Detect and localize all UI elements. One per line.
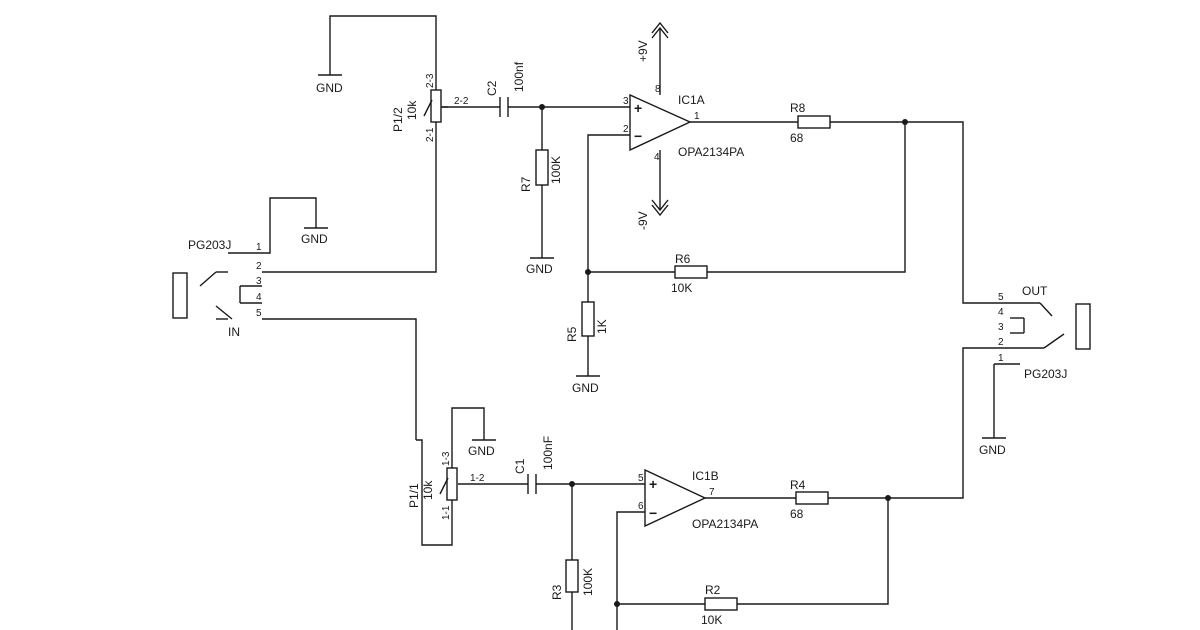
ic1a-plus-sign: + — [634, 100, 642, 116]
pin-label: 5 — [638, 473, 644, 484]
pin-label: 1 — [256, 242, 262, 253]
output-jack-part-label: PG203J — [1024, 367, 1067, 381]
gnd-label: GND — [526, 262, 553, 276]
r3-value: 100K — [581, 568, 595, 596]
potentiometer-p1-1 — [439, 467, 458, 501]
pin-label: 1-3 — [441, 451, 452, 466]
resistor-r4 — [795, 491, 829, 505]
pin-label: 4 — [256, 292, 262, 303]
r7-label: R7 — [519, 176, 533, 192]
output-jack-label: OUT — [1022, 284, 1048, 298]
output-jack — [1010, 302, 1091, 350]
input-jack-part-label: PG203J — [188, 238, 231, 252]
pin-label: 3 — [998, 322, 1004, 333]
pin-label: 5 — [998, 292, 1004, 303]
pin-label: 6 — [638, 501, 644, 512]
resistor-r5 — [581, 301, 595, 337]
c2-value: 100nf — [512, 61, 526, 92]
pin-label: 8 — [655, 84, 661, 95]
pin-label: 3 — [623, 96, 629, 107]
r4-label: R4 — [790, 478, 806, 492]
ic1a-minus-sign: − — [634, 128, 642, 144]
resistor-r6 — [674, 265, 708, 279]
r8-label: R8 — [790, 101, 806, 115]
pin-label: 1-2 — [470, 473, 485, 484]
p1-2-label: P1/2 — [391, 107, 405, 132]
resistor-r2 — [704, 597, 738, 611]
junctions — [539, 104, 908, 607]
r4-value: 68 — [790, 507, 804, 521]
input-jack-label: IN — [228, 325, 240, 339]
capacitor-c2 — [499, 97, 509, 117]
ic1a-part-label: OPA2134PA — [678, 145, 744, 159]
ic1a-label: IC1A — [678, 93, 705, 107]
r3-label: R3 — [550, 584, 564, 600]
gnd-label: GND — [572, 381, 599, 395]
c1-label: C1 — [513, 458, 527, 474]
pin-label: 1 — [694, 111, 700, 122]
p1-1-value: 10k — [421, 480, 435, 500]
ic1b-minus-sign: − — [649, 505, 657, 521]
vneg-label: -9V — [636, 211, 650, 230]
capacitor-c1 — [527, 474, 537, 494]
gnd-symbols — [304, 74, 1006, 441]
r6-label: R6 — [675, 252, 691, 266]
pin-label: 2 — [998, 337, 1004, 348]
p1-2-value: 10k — [405, 100, 419, 120]
resistor-r3 — [565, 559, 579, 593]
gnd-label: GND — [979, 443, 1006, 457]
pin-label: 2-1 — [425, 127, 436, 142]
gnd-label: GND — [468, 444, 495, 458]
pin-label: 1-1 — [441, 505, 452, 520]
opamp-ic1b — [644, 468, 707, 528]
input-jack — [172, 252, 262, 320]
pin-label: 1 — [998, 353, 1004, 364]
r8-value: 68 — [790, 131, 804, 145]
pin-label: 4 — [654, 152, 660, 163]
r5-value: 1K — [595, 319, 609, 334]
potentiometer-p1-2 — [423, 70, 448, 130]
gnd-label: GND — [316, 81, 343, 95]
resistor-r7 — [535, 149, 549, 186]
pin-label: 2 — [623, 124, 629, 135]
r5-label: R5 — [565, 326, 579, 342]
pin-label: 7 — [709, 487, 715, 498]
wires — [262, 15, 1020, 630]
c1-value: 100nF — [541, 436, 555, 470]
r2-label: R2 — [705, 583, 721, 597]
pin-label: 2-3 — [425, 73, 436, 88]
ic1b-label: IC1B — [692, 469, 719, 483]
resistor-r8 — [797, 115, 831, 129]
ic1b-part-label: OPA2134PA — [692, 517, 758, 531]
pin-label: 4 — [998, 307, 1004, 318]
vpos-label: +9V — [636, 40, 650, 62]
r6-value: 10K — [671, 281, 692, 295]
p1-1-label: P1/1 — [407, 483, 421, 508]
pin-label: 3 — [256, 276, 262, 287]
pin-label: 2-2 — [454, 96, 469, 107]
pin-label: 2 — [256, 261, 262, 272]
supply-arrows — [651, 21, 669, 217]
opamp-ic1a — [629, 93, 692, 152]
c2-label: C2 — [485, 80, 499, 96]
pin-label: 5 — [256, 308, 262, 319]
r2-value: 10K — [701, 613, 722, 627]
r7-value: 100K — [549, 156, 563, 184]
gnd-label: GND — [301, 232, 328, 246]
ic1b-plus-sign: + — [649, 476, 657, 492]
